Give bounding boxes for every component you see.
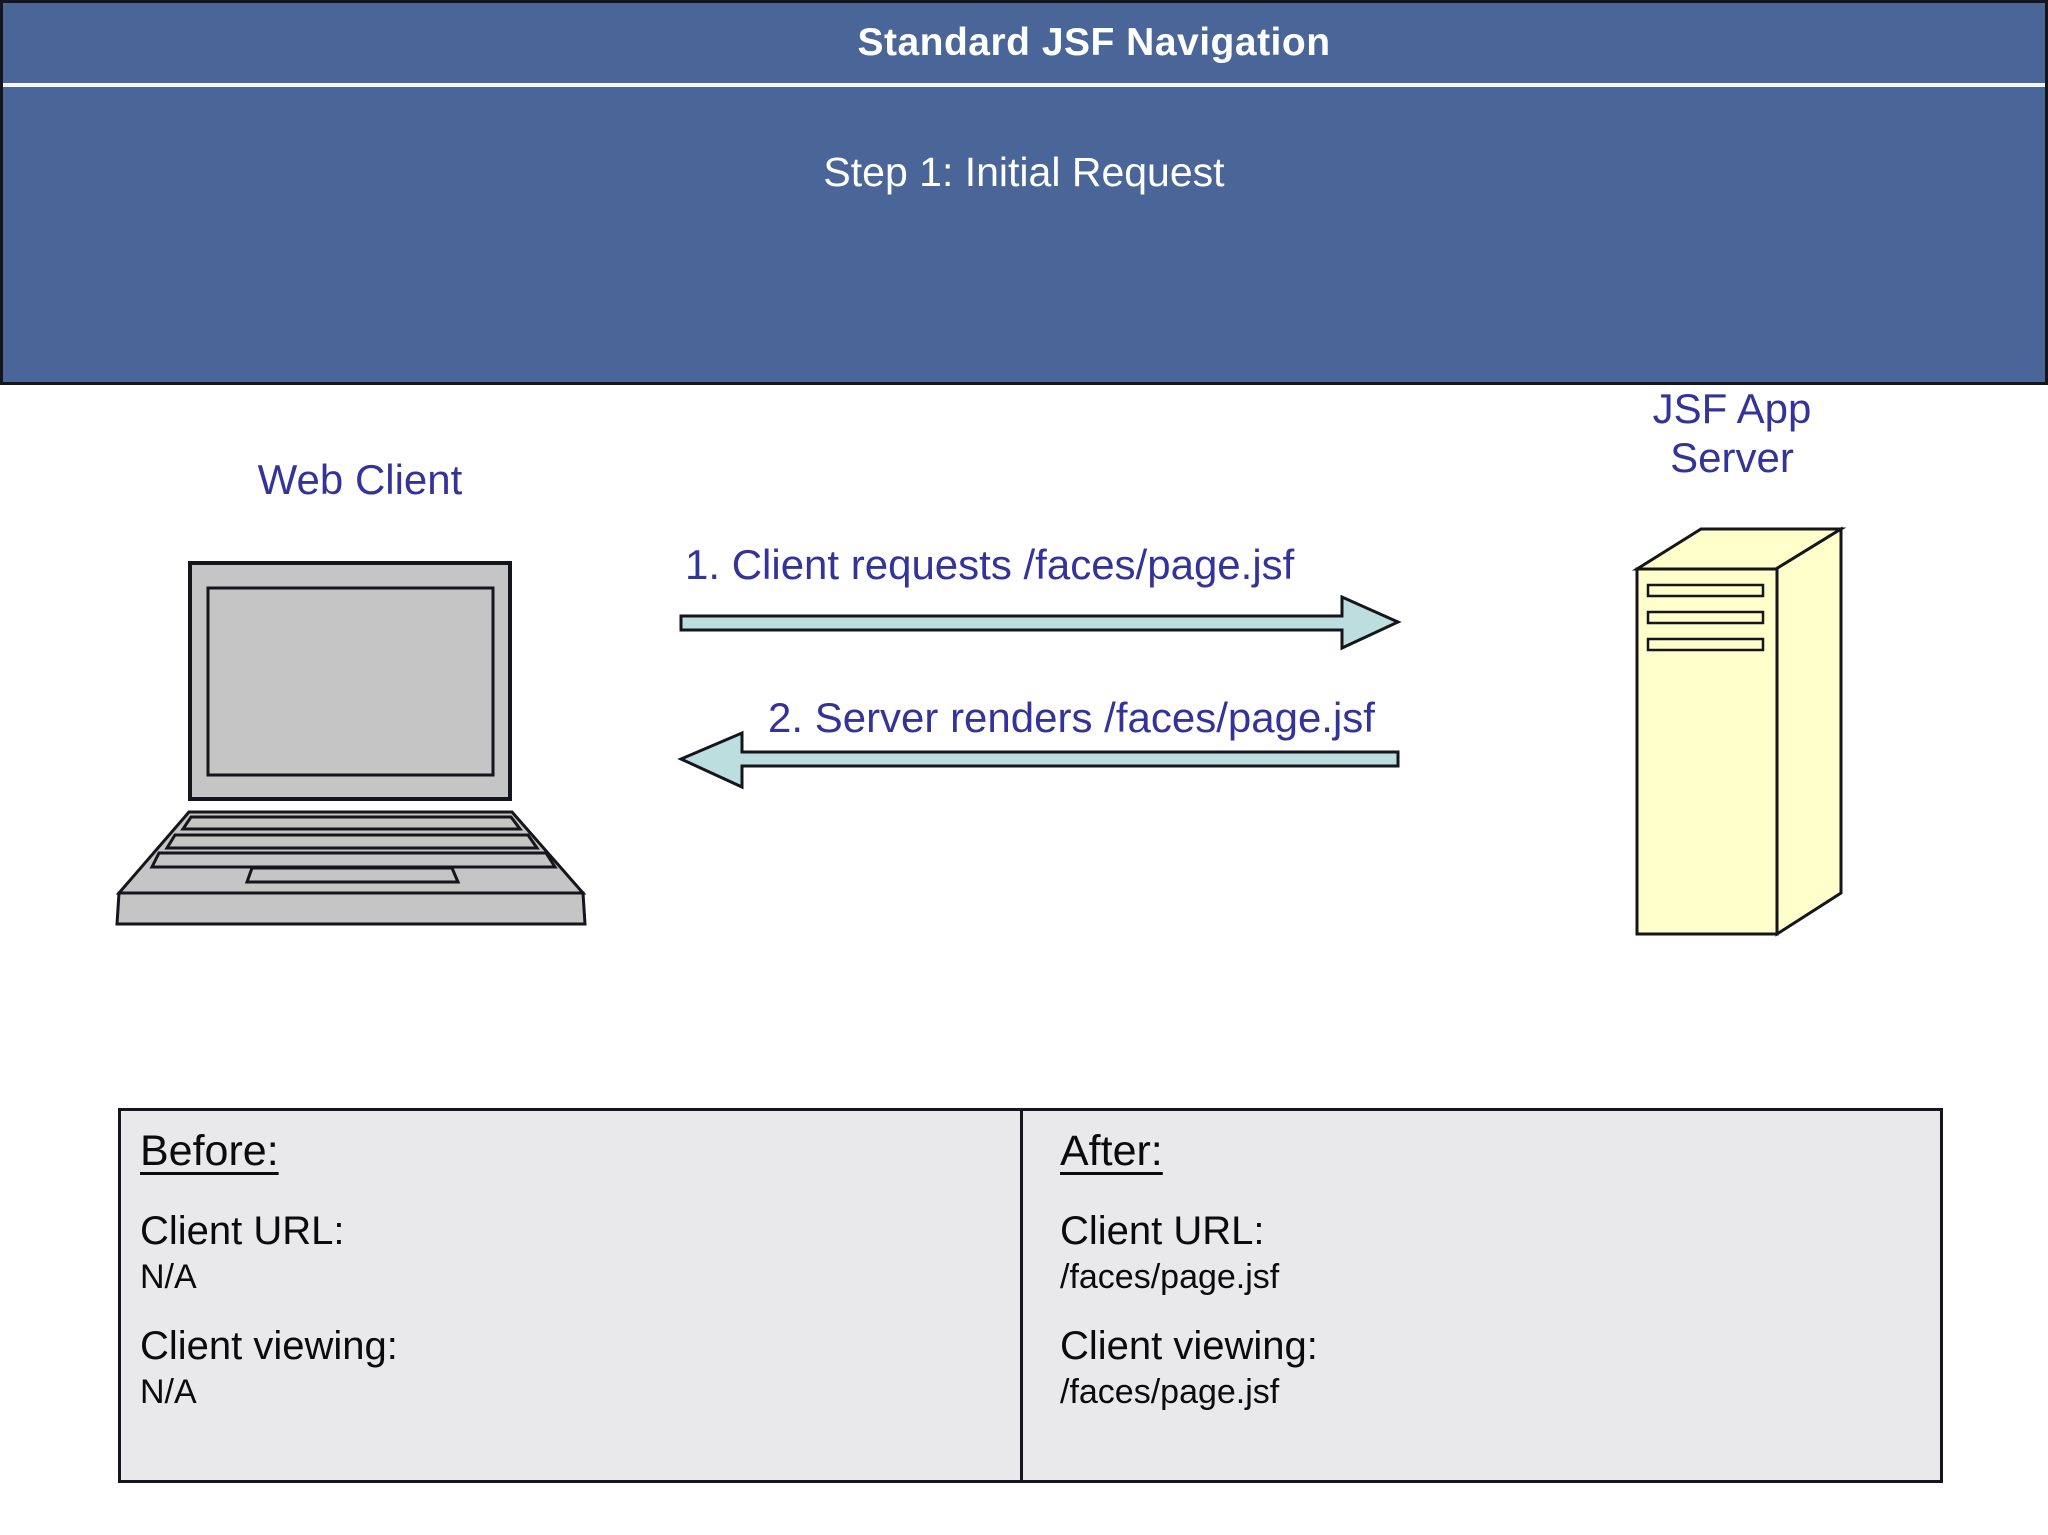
after-cell: After: Client URL: /faces/page.jsf Clien…: [1020, 1111, 1940, 1480]
response-arrow-label: 2. Server renders /faces/page.jsf: [768, 694, 1375, 741]
step-bar: Step 1: Initial Request: [3, 149, 2045, 382]
web-client-label: Web Client: [257, 456, 463, 503]
jsf-app-server-label: JSF App Server: [1557, 384, 1907, 482]
before-client-url-label: Client URL:: [140, 1209, 345, 1253]
before-client-viewing-group: Client viewing: N/A: [140, 1322, 1010, 1414]
jsf-app-server-label-line2: Server: [1670, 434, 1794, 481]
server-illustration: [1631, 526, 1847, 937]
laptop-keyboard-ridge: [164, 833, 540, 850]
after-client-url-group: Client URL: /faces/page.jsf: [1060, 1207, 1930, 1299]
title-bar: Standard JSF Navigation: [3, 3, 2045, 87]
laptop-touchpad: [244, 866, 461, 884]
after-client-url-value: /faces/page.jsf: [1060, 1258, 1280, 1296]
laptop-screen: [206, 586, 495, 777]
header-block: Standard JSF Navigation Step 1: Initial …: [0, 0, 2048, 385]
page-title: Standard JSF Navigation: [857, 21, 1331, 64]
laptop-base-front: [115, 891, 587, 926]
before-client-url-group: Client URL: N/A: [140, 1207, 1010, 1299]
request-arrow: [679, 594, 1402, 651]
request-arrow-label: 1. Client requests /faces/page.jsf: [685, 541, 1295, 588]
before-cell: Before: Client URL: N/A Client viewing: …: [121, 1111, 1020, 1480]
laptop-keyboard-ridge: [180, 815, 523, 831]
after-client-url-label: Client URL:: [1060, 1209, 1265, 1253]
before-heading: Before:: [140, 1127, 279, 1175]
server-vent-slot: [1646, 583, 1765, 598]
laptop-illustration: [115, 561, 587, 926]
server-vent-slot: [1646, 610, 1765, 625]
before-client-url-value: N/A: [140, 1258, 197, 1296]
after-heading: After:: [1060, 1127, 1163, 1175]
after-client-viewing-value: /faces/page.jsf: [1060, 1373, 1280, 1411]
before-client-viewing-label: Client viewing:: [140, 1324, 398, 1368]
before-client-viewing-value: N/A: [140, 1373, 197, 1411]
laptop-keyboard-ridge: [149, 851, 558, 869]
after-client-viewing-group: Client viewing: /faces/page.jsf: [1060, 1322, 1930, 1414]
server-vent-slot: [1646, 637, 1765, 652]
response-arrow: [677, 730, 1400, 790]
server-side-face: [1774, 526, 1843, 937]
comparison-panel: Before: Client URL: N/A Client viewing: …: [118, 1108, 1943, 1483]
step-subtitle: Step 1: Initial Request: [823, 149, 1225, 195]
server-front-face: [1635, 567, 1779, 936]
jsf-app-server-label-line1: JSF App: [1652, 385, 1812, 432]
after-client-viewing-label: Client viewing:: [1060, 1324, 1318, 1368]
